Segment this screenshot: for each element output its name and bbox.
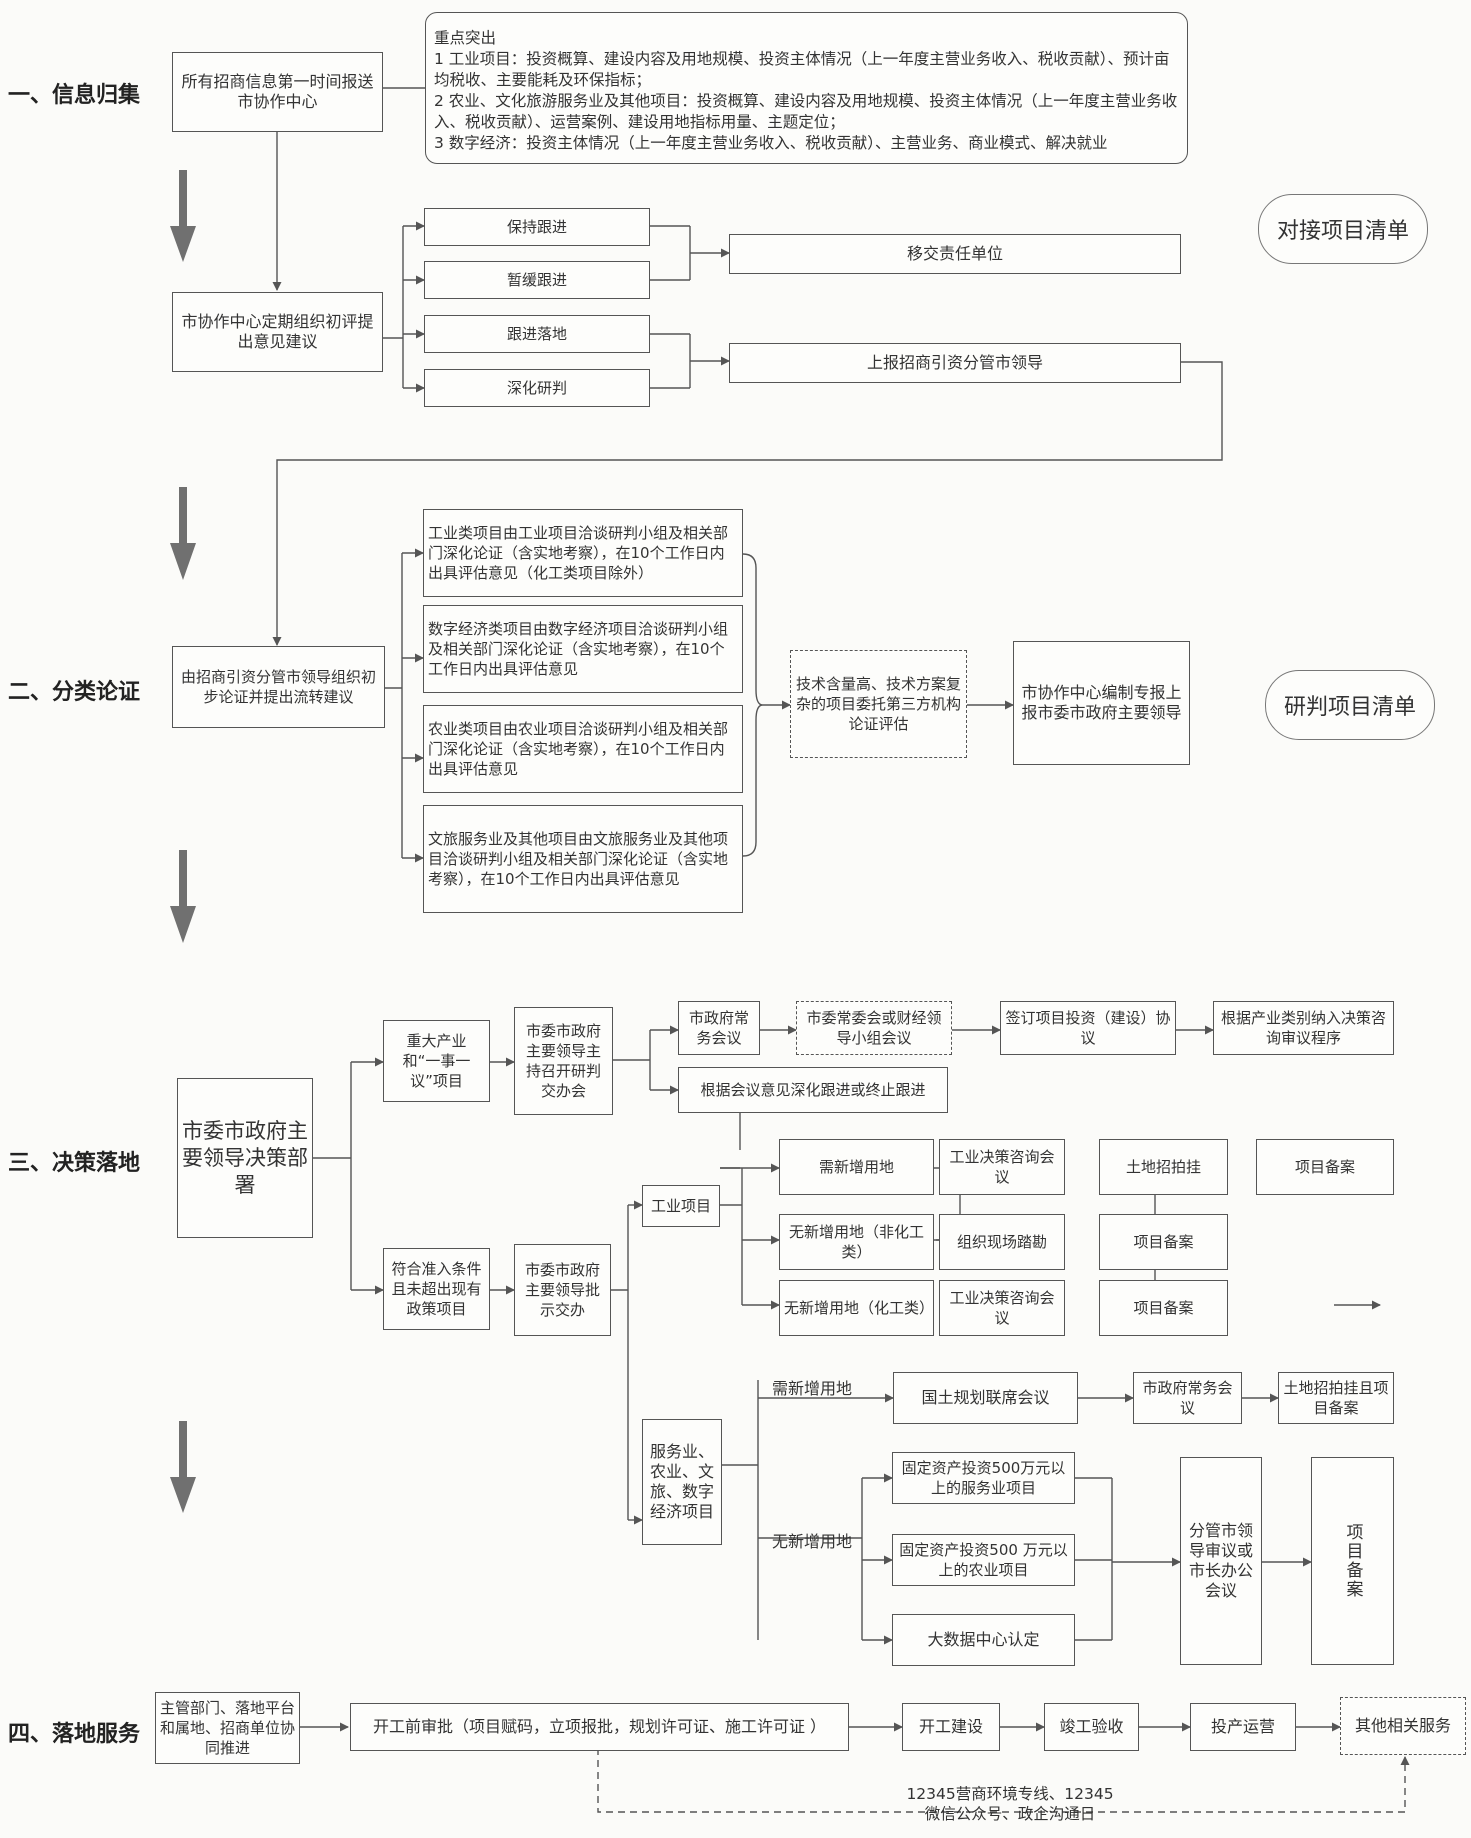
industrial-project-box: 工业项目 bbox=[642, 1185, 720, 1227]
research-meeting-box: 市委市政府主要领导主持召开研判交办会 bbox=[514, 1007, 613, 1115]
leader-review-box: 分管市领导审议或市长办公会议 bbox=[1180, 1457, 1262, 1665]
service-project-box: 服务业、农业、文旅、数字经济项目 bbox=[642, 1419, 722, 1545]
transfer-box: 移交责任单位 bbox=[729, 234, 1181, 274]
bigdata-box: 大数据中心认定 bbox=[892, 1614, 1075, 1666]
stage-1-label: 一、信息归集 bbox=[8, 83, 141, 108]
third-party-box: 技术含量高、技术方案复杂的项目委托第三方机构论证评估 bbox=[790, 650, 967, 758]
stage-2-label: 二、分类论证 bbox=[8, 680, 141, 705]
key-points-title: 重点突出 bbox=[434, 29, 497, 47]
promote-box: 主管部门、落地平台和属地、招商单位协同推进 bbox=[155, 1692, 300, 1764]
initial-demonstration-box: 由招商引资分管市领导组织初步论证并提出流转建议 bbox=[172, 646, 385, 728]
consult-procedure-box: 根据产业类别纳入决策咨询审议程序 bbox=[1213, 1001, 1394, 1055]
land-record-box: 土地招拍挂且项目备案 bbox=[1278, 1372, 1394, 1424]
special-report-box: 市协作中心编制专报上报市委市政府主要领导 bbox=[1013, 641, 1190, 765]
fixed-service-box: 固定资产投资500万元以上的服务业项目 bbox=[892, 1452, 1075, 1504]
deepen-or-stop-box: 根据会议意见深化跟进或终止跟进 bbox=[678, 1067, 948, 1113]
gov-meeting-box-2: 市政府常务会议 bbox=[1133, 1372, 1242, 1424]
key-point-2: 2 农业、文化旅游服务业及其他项目：投资概算、建设内容及用地规模、投资主体情况（… bbox=[434, 92, 1178, 131]
stage-4-label: 四、落地服务 bbox=[8, 1722, 141, 1747]
final-record-box: 项目备案 bbox=[1311, 1457, 1394, 1665]
industrial-consult-box-2: 工业决策咨询会议 bbox=[939, 1280, 1065, 1336]
major-project-box: 重大产业和“一事一议”项目 bbox=[383, 1020, 490, 1102]
gov-meeting-box: 市政府常务会议 bbox=[678, 1001, 760, 1055]
digital-project-box: 数字经济类项目由数字经济项目洽谈研判小组及相关部门深化论证（含实地考察），在10… bbox=[423, 605, 743, 693]
need-land-box: 需新增用地 bbox=[779, 1139, 934, 1195]
no-land-label: 无新增用地 bbox=[772, 1532, 853, 1551]
pause-follow-box: 暂缓跟进 bbox=[424, 261, 650, 299]
committee-box: 市委常委会或财经领导小组会议 bbox=[796, 1001, 952, 1055]
sign-agreement-box: 签订项目投资（建设）协议 bbox=[1000, 1001, 1176, 1055]
site-survey-box: 组织现场踏勘 bbox=[939, 1214, 1065, 1270]
key-points-box: 重点突出 1 工业项目：投资概算、建设内容及用地规模、投资主体情况（上一年度主营… bbox=[425, 12, 1188, 164]
hotline-label: 12345营商环境专线、12345微信公众号、政企沟通日 bbox=[906, 1785, 1114, 1823]
construct-box: 开工建设 bbox=[902, 1703, 1000, 1751]
eligible-project-box: 符合准入条件且未超出现有政策项目 bbox=[383, 1248, 490, 1330]
decision-deploy-box: 市委市政府主要领导决策部署 bbox=[177, 1078, 313, 1238]
fixed-agri-box: 固定资产投资500 万元以上的农业项目 bbox=[892, 1534, 1075, 1586]
review-box: 市协作中心定期组织初评提出意见建议 bbox=[172, 292, 383, 372]
no-land-chem-box: 无新增用地（化工类） bbox=[779, 1280, 934, 1336]
pre-approval-box: 开工前审批（项目赋码，立项报批，规划许可证、施工许可证 ） bbox=[350, 1703, 849, 1751]
approve-box: 市委市政府主要领导批示交办 bbox=[514, 1244, 611, 1336]
agri-project-box: 农业类项目由农业项目洽谈研判小组及相关部门深化论证（含实地考察），在10个工作日… bbox=[423, 705, 743, 793]
report-leader-box: 上报招商引资分管市领导 bbox=[729, 343, 1181, 383]
need-land-label: 需新增用地 bbox=[772, 1379, 853, 1398]
land-follow-box: 跟进落地 bbox=[424, 315, 650, 353]
no-land-nonchem-box: 无新增用地（非化工类） bbox=[779, 1214, 934, 1270]
industry-project-box: 工业类项目由工业项目洽谈研判小组及相关部门深化论证（含实地考察），在10个工作日… bbox=[423, 509, 743, 597]
culture-project-box: 文旅服务业及其他项目由文旅服务业及其他项目洽谈研判小组及相关部门深化论证（含实地… bbox=[423, 805, 743, 913]
collect-box: 所有招商信息第一时间报送市协作中心 bbox=[172, 52, 383, 132]
stage-3-label: 三、决策落地 bbox=[8, 1151, 141, 1176]
record-box-1: 项目备案 bbox=[1256, 1139, 1394, 1195]
deepen-study-box: 深化研判 bbox=[424, 369, 650, 407]
other-service-box: 其他相关服务 bbox=[1340, 1697, 1466, 1755]
docking-list-pill: 对接项目清单 bbox=[1258, 194, 1428, 264]
record-box-2: 项目备案 bbox=[1099, 1214, 1228, 1270]
industrial-consult-box: 工业决策咨询会议 bbox=[939, 1139, 1065, 1195]
keep-follow-box: 保持跟进 bbox=[424, 208, 650, 246]
operation-box: 投产运营 bbox=[1190, 1703, 1296, 1751]
record-box-3: 项目备案 bbox=[1099, 1280, 1228, 1336]
key-point-3: 3 数字经济：投资主体情况（上一年度主营业务收入、税收贡献）、主营业务、商业模式… bbox=[434, 134, 1108, 152]
acceptance-box: 竣工验收 bbox=[1044, 1703, 1139, 1751]
land-auction-box: 土地招拍挂 bbox=[1099, 1139, 1228, 1195]
key-point-1: 1 工业项目：投资概算、建设内容及用地规模、投资主体情况（上一年度主营业务收入、… bbox=[434, 50, 1170, 89]
research-list-pill: 研判项目清单 bbox=[1265, 670, 1435, 740]
land-joint-meeting-box: 国土规划联席会议 bbox=[893, 1372, 1078, 1424]
